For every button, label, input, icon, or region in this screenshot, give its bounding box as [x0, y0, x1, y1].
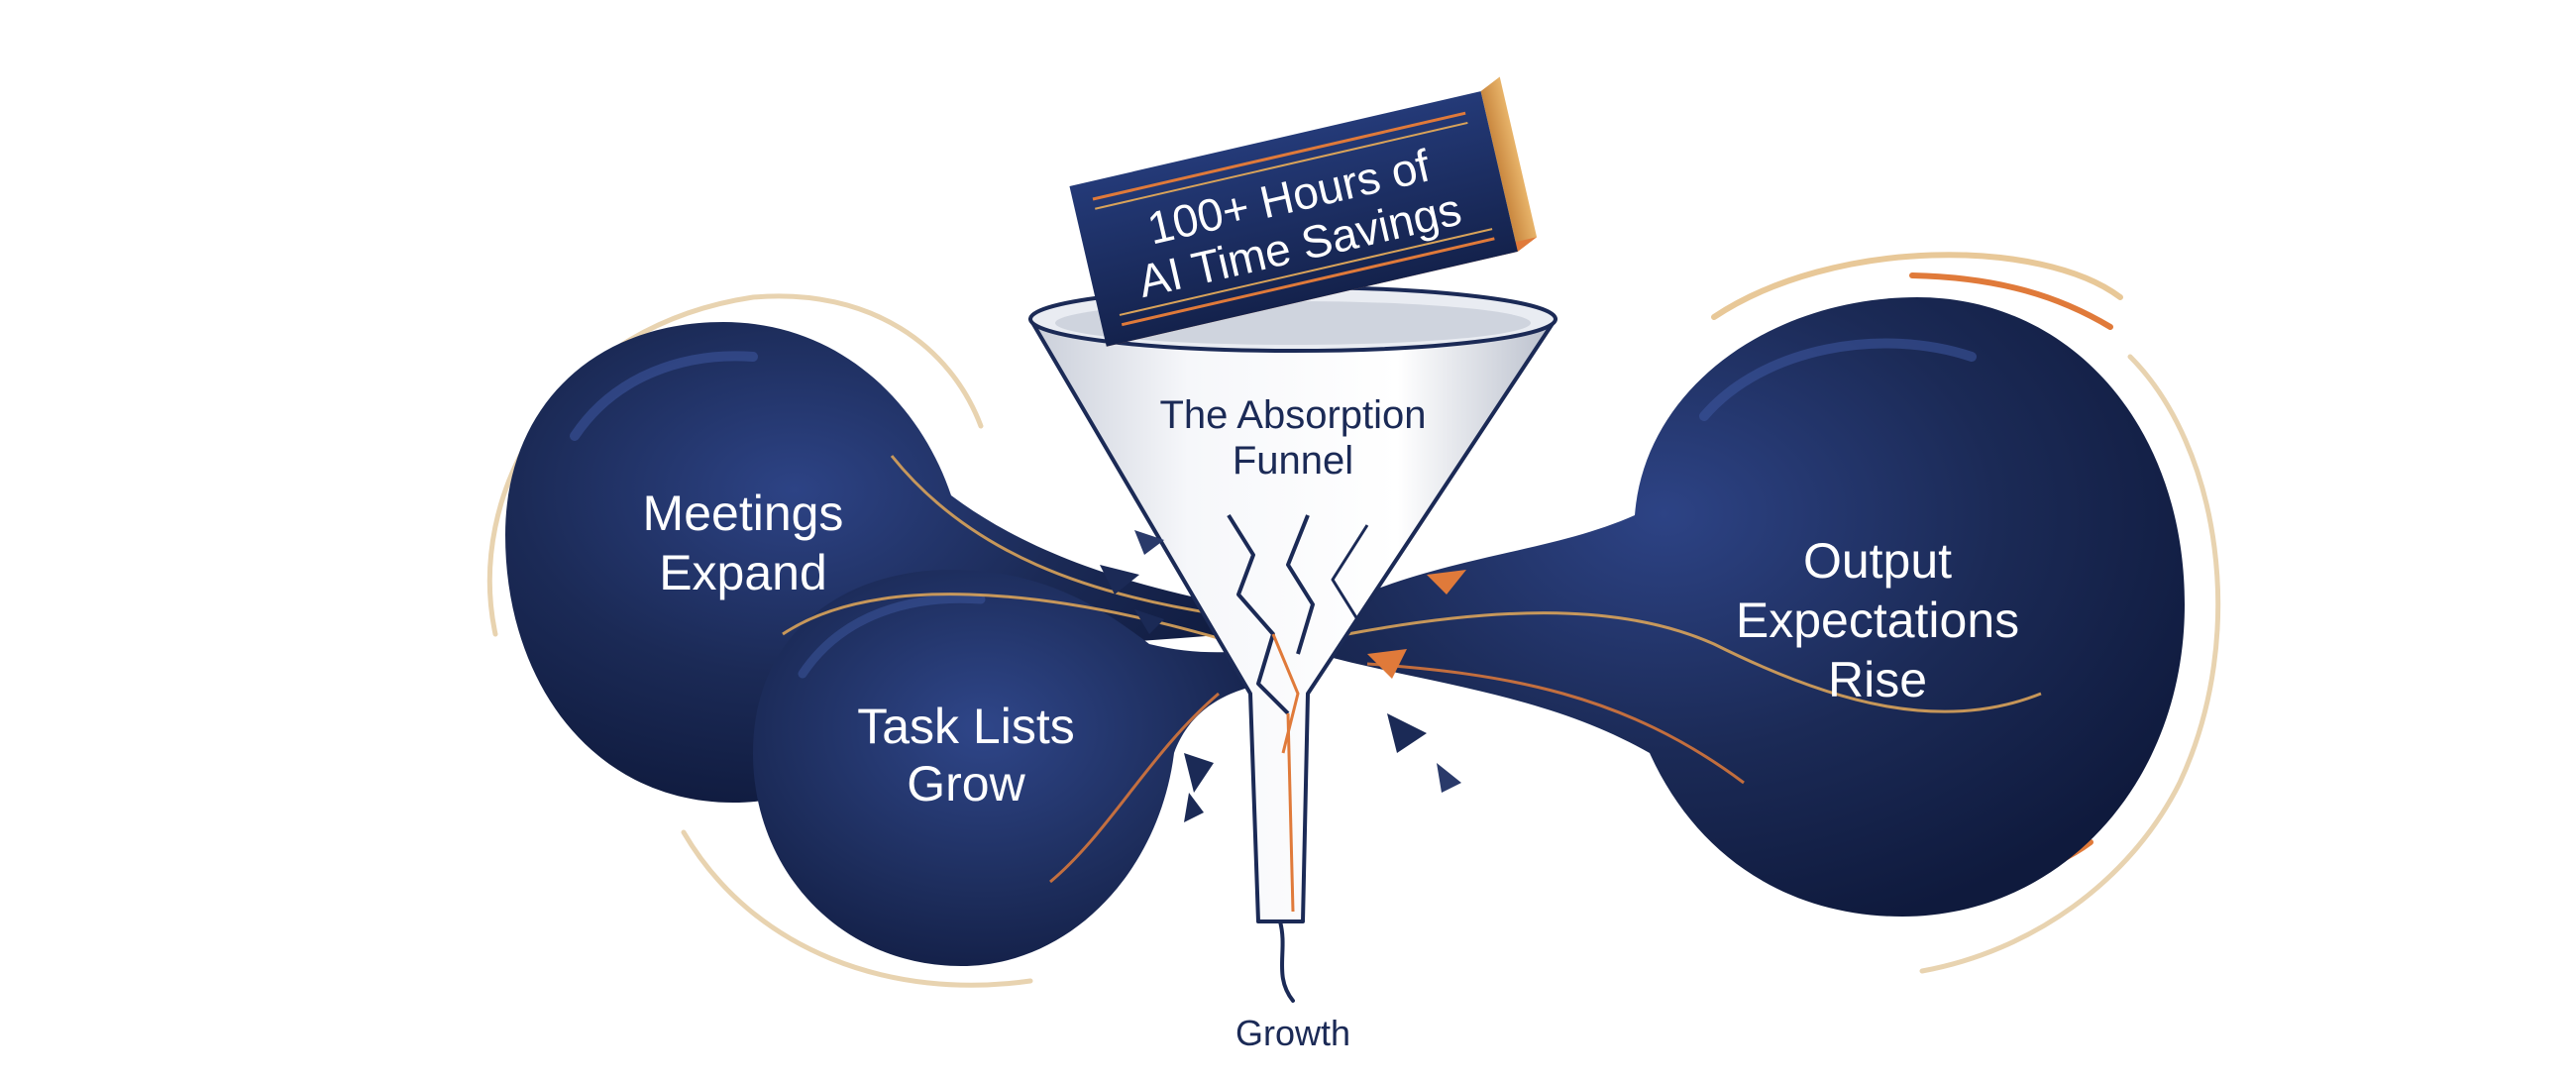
growth-label: Growth [1235, 1013, 1350, 1053]
shard-4 [1367, 649, 1407, 679]
growth-outlet: Growth [1235, 919, 1350, 1053]
bubble-task-lists-grow: Task Lists Grow [753, 570, 1263, 966]
funnel-label-line2: Funnel [1233, 439, 1353, 483]
plaque-stripe-top-2 [1095, 121, 1468, 210]
funnel-crack-branch-1 [1286, 514, 1315, 655]
shard-6 [1437, 763, 1461, 793]
bubble-tasks-highlight [798, 594, 986, 679]
funnel-crack-branch-2 [1331, 524, 1369, 620]
bubble-meetings-shape [505, 322, 1229, 803]
bubble-meetings-label-line2: Expand [659, 545, 827, 600]
bubble-meetings-label-line1: Meetings [643, 486, 844, 541]
bubble-meetings-highlight [570, 351, 758, 441]
funnel-crack-main [1227, 513, 1290, 715]
bubble-tasks-label-line1: Task Lists [857, 699, 1075, 754]
arc-left-bottom [681, 829, 1033, 988]
arc-right-outer [1919, 354, 2221, 974]
plaque-side-face [1480, 76, 1538, 252]
plaque-stripe-bottom [1119, 228, 1493, 316]
shard-1 [1100, 565, 1139, 595]
shard-3 [1427, 570, 1466, 595]
bubble-output-expectations: Output Expectations Rise [1318, 297, 2185, 917]
plaque-stripe-bottom-2 [1121, 237, 1495, 327]
shard-9 [1134, 609, 1164, 634]
outlet-stream [1278, 919, 1295, 1003]
shard-2 [1134, 530, 1164, 555]
funnel-spout-highlight [1286, 712, 1295, 913]
bubble-output-label-line3: Rise [1828, 652, 1927, 707]
arc-right-top-orange [1909, 272, 2113, 330]
bubble-meetings-expand: Meetings Expand [505, 322, 1229, 803]
bubble-tasks-label-line2: Grow [907, 756, 1025, 811]
bubble-output-label-line1: Output [1803, 533, 1952, 589]
funnel-label-line1: The Absorption [1159, 393, 1426, 437]
bubble-tasks-swirl-orange [1049, 692, 1220, 884]
shard-5 [1387, 713, 1427, 753]
plaque-stripe-top [1092, 111, 1466, 201]
bubble-output-swirl-orange [1366, 662, 1745, 785]
time-savings-plaque: 100+ Hours of AI Time Savings [1069, 76, 1538, 347]
bubble-output-label-line2: Expectations [1736, 593, 2019, 648]
arc-right-top [1711, 252, 2123, 320]
bubble-output-shape [1318, 297, 2185, 917]
shard-8 [1184, 793, 1204, 822]
shard-7 [1184, 753, 1214, 793]
bubble-output-highlight [1699, 338, 1977, 421]
arc-left-outer [486, 293, 984, 637]
bubble-tasks-shape [753, 570, 1263, 966]
plaque-front-face [1069, 91, 1518, 347]
bubble-output-swirl-gold [1346, 611, 2042, 713]
bubble-meetings-swirl-gold [890, 455, 1220, 616]
